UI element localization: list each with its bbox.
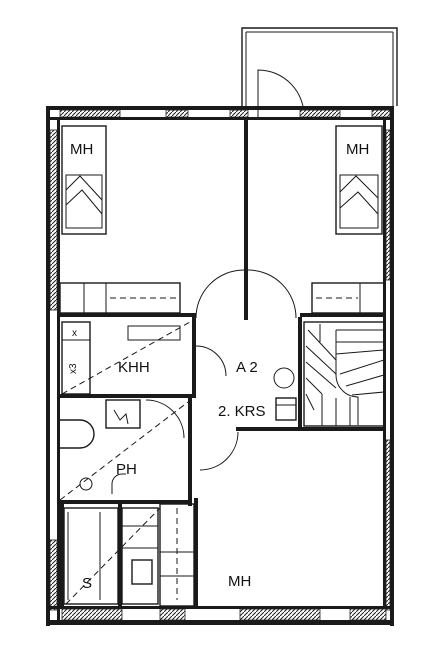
label-cabinet-mark-1: x (72, 328, 77, 339)
label-cabinet-mark-2: x3 (68, 363, 79, 374)
label-bedroom-top-left: MH (70, 141, 93, 158)
label-bedroom-top-right: MH (346, 141, 369, 158)
wardrobes-left (59, 282, 196, 317)
wardrobes-bottom (159, 498, 198, 607)
sauna (60, 504, 161, 606)
bed-right (335, 125, 383, 235)
wardrobes-right (300, 282, 386, 317)
staircase (298, 317, 386, 431)
label-bedroom-bottom: MH (228, 573, 251, 590)
bedroom-partition (244, 120, 248, 320)
balcony (241, 27, 398, 106)
bed-left (61, 125, 107, 235)
bathroom (59, 398, 298, 506)
outer-walls (46, 106, 394, 626)
label-sauna: S (82, 575, 92, 592)
balcony-door (257, 69, 305, 119)
chimney-fixture (273, 367, 297, 421)
label-bathroom: PH (116, 461, 137, 478)
bedroom-doors (195, 269, 297, 319)
storage-room (60, 317, 227, 398)
label-storage: KHH (118, 359, 150, 376)
label-floor: 2. KRS (218, 403, 266, 420)
label-apartment: A 2 (236, 359, 258, 376)
